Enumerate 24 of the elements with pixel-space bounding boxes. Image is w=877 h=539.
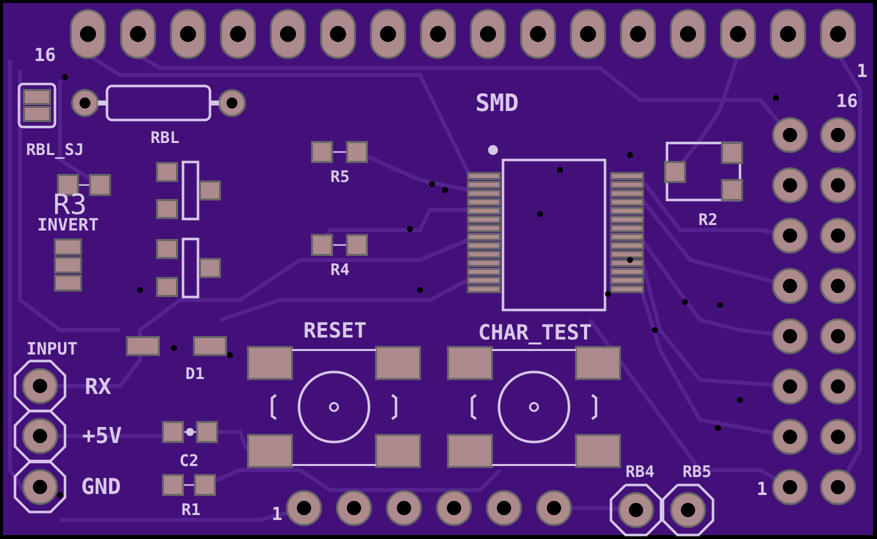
- pin-label: RX: [84, 377, 112, 399]
- component-label: D1: [185, 366, 205, 382]
- jumper-label: INVERT: [37, 218, 99, 234]
- pin-number: 1: [756, 481, 768, 499]
- pin-label: +5V: [82, 426, 122, 448]
- pin-number: 1: [856, 63, 868, 81]
- component-label: R4: [330, 262, 350, 278]
- pin-number: 16: [836, 93, 858, 111]
- component-label: C2: [179, 453, 199, 469]
- component-label: R1: [181, 502, 201, 518]
- button-label: RESET: [303, 320, 367, 342]
- header-label: INPUT: [26, 342, 78, 358]
- component-label: R5: [330, 169, 350, 185]
- header-label: RB5: [682, 464, 712, 480]
- component-label: R2: [698, 212, 718, 228]
- component-label: R3: [53, 191, 87, 219]
- board-title: SMD: [475, 91, 519, 115]
- pin-label: GND: [81, 477, 121, 499]
- pin-number: 16: [34, 47, 56, 65]
- pin-number: 1: [272, 506, 282, 524]
- header-label: RB4: [626, 464, 654, 480]
- component-label: RBL: [150, 130, 180, 146]
- component-label: RBL_SJ: [26, 142, 84, 158]
- button-label: CHAR_TEST: [478, 322, 592, 344]
